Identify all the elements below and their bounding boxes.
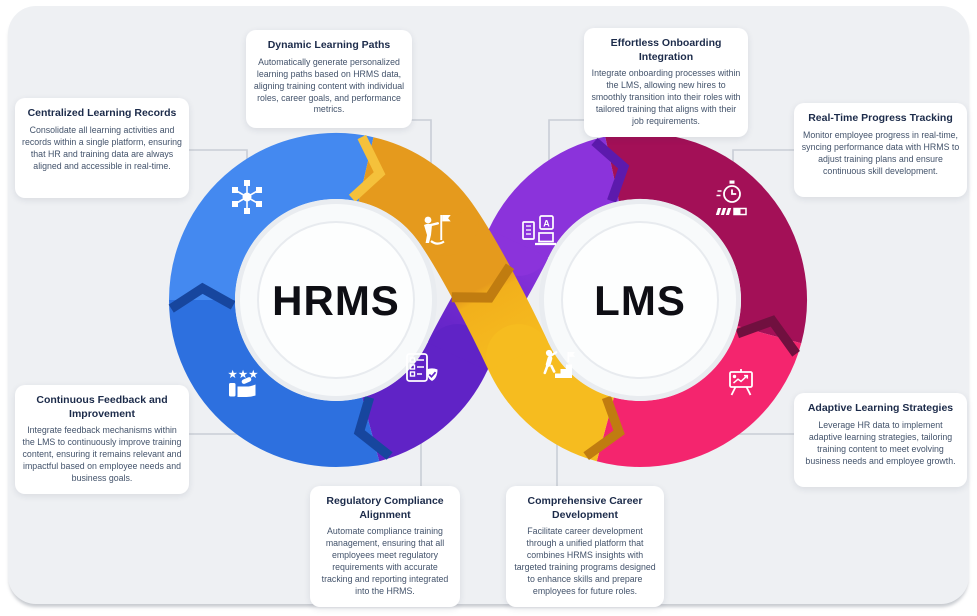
lms-purple-segment — [488, 136, 621, 259]
flow-chevron-right-bottom — [583, 395, 625, 460]
hrms-blue-bottom-segment — [169, 299, 380, 467]
card-adaptive-learning-strategies: Adaptive Learning Strategies Leverage HR… — [794, 393, 967, 487]
goal-person-flag-icon — [424, 215, 451, 245]
card-body: Monitor employee progress in real-time, … — [801, 129, 960, 176]
card-continuous-feedback-improvement: Continuous Feedback and Improvement Inte… — [15, 385, 189, 495]
card-dynamic-learning-paths: Dynamic Learning Paths Automatically gen… — [246, 30, 412, 128]
card-centralized-learning-records: Centralized Learning Records Consolidate… — [15, 98, 189, 198]
hrms-center-disc: HRMS — [235, 199, 437, 401]
card-effortless-onboarding-integration: Effortless Onboarding Integration Integr… — [584, 28, 748, 138]
svg-text:A: A — [543, 219, 550, 229]
card-title: Adaptive Learning Strategies — [807, 402, 954, 414]
career-stairs-icon — [543, 349, 575, 378]
stopwatch-progress-icon — [715, 180, 747, 216]
card-title: Regulatory Compliance Alignment — [326, 495, 444, 521]
connector-progress — [732, 149, 795, 168]
card-body: Integrate feedback mechanisms within the… — [22, 425, 182, 484]
card-title: Real-Time Progress Tracking — [808, 112, 953, 124]
card-regulatory-compliance-alignment: Regulatory Compliance Alignment Automate… — [310, 486, 460, 607]
card-title: Comprehensive Career Development — [527, 495, 643, 521]
flow-chevrons — [168, 134, 800, 460]
flow-chevron-west — [168, 282, 236, 313]
flow-chevron-east — [735, 315, 800, 357]
card-real-time-progress-tracking: Real-Time Progress Tracking Monitor empl… — [794, 103, 967, 197]
flow-chevron-center — [451, 263, 515, 303]
card-body: Leverage HR data to implement adaptive l… — [805, 419, 956, 466]
svg-text:★★★: ★★★ — [228, 367, 259, 381]
card-body: Automate compliance training management,… — [321, 526, 449, 597]
lms-label: LMS — [594, 277, 686, 324]
hrms-blue-top-segment — [169, 132, 374, 301]
hrms-purple-segment — [361, 341, 488, 462]
card-body: Facilitate career development through a … — [514, 526, 656, 597]
card-comprehensive-career-development: Comprehensive Career Development Facilit… — [506, 486, 664, 607]
card-title: Effortless Onboarding Integration — [610, 37, 722, 63]
card-title: Centralized Learning Records — [27, 107, 177, 119]
presentation-chart-icon — [729, 369, 753, 396]
card-title: Continuous Feedback and Improvement — [36, 394, 168, 420]
flow-chevron-right-top — [591, 137, 630, 203]
network-hub-icon — [232, 180, 262, 214]
card-body: Consolidate all learning activities and … — [22, 124, 182, 171]
compliance-checklist-shield-icon — [406, 353, 438, 382]
flow-chevron-left-top — [348, 134, 386, 202]
lms-ring — [488, 132, 807, 467]
onboarding-learning-icon: A — [522, 215, 556, 246]
lms-center-disc: LMS — [539, 199, 741, 401]
flow-chevron-left-bottom — [353, 396, 393, 460]
hrms-label: HRMS — [272, 277, 400, 324]
card-title: Dynamic Learning Paths — [267, 39, 391, 51]
feedback-stars-thumb-icon: ★★★ — [228, 367, 259, 397]
lms-yellow-segment — [488, 341, 615, 462]
card-body: Integrate onboarding processes within th… — [591, 68, 741, 127]
card-body: Automatically generate personalized lear… — [253, 56, 405, 115]
lms-pink-segment — [596, 325, 802, 467]
